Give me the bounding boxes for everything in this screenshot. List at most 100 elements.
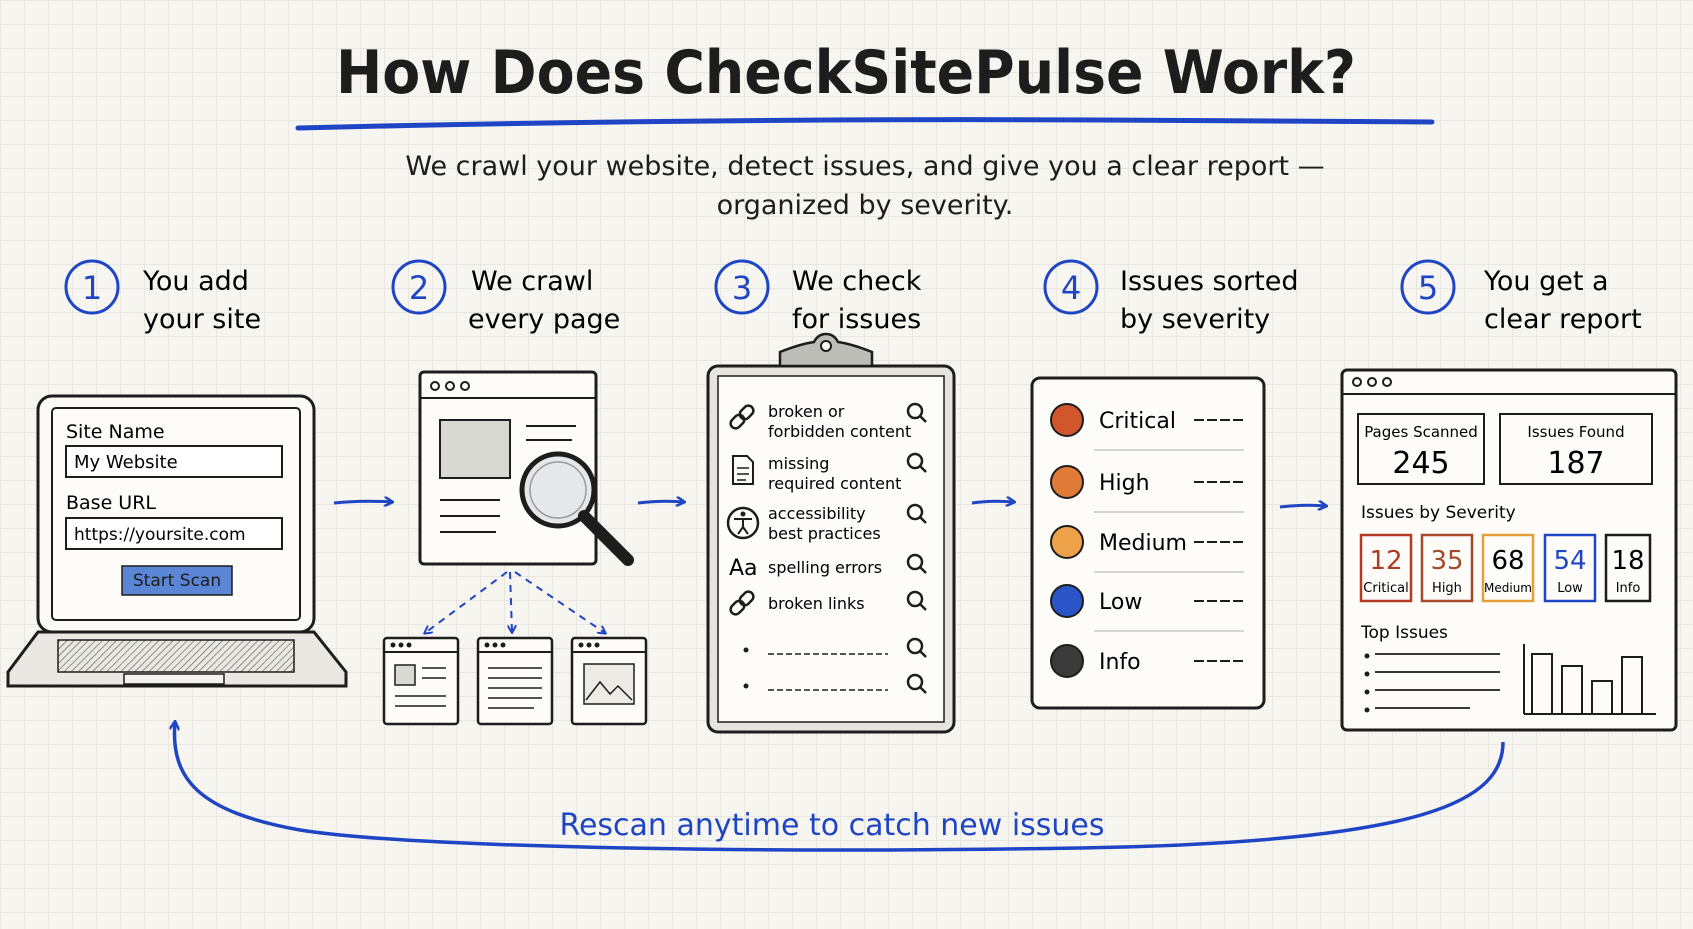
count-low-value: 54: [1553, 546, 1586, 576]
count-critical-label: Critical: [1363, 581, 1408, 596]
step-1: 1 You add your site: [64, 259, 261, 335]
laptop-trackpad: [123, 673, 225, 685]
step-5-number: 5: [1418, 269, 1438, 307]
site-name-label: Site Name: [66, 421, 165, 443]
check-item-missing-content: missing required content: [732, 452, 927, 493]
severity-row-low: Low: [1050, 584, 1244, 632]
step-2: 2 We crawl every page: [391, 259, 620, 335]
count-info-value: 18: [1611, 546, 1644, 576]
start-scan-label: Start Scan: [133, 571, 221, 591]
search-icon: [906, 673, 927, 694]
search-icon: [906, 402, 927, 423]
count-critical-value: 12: [1369, 546, 1402, 576]
step-4: 4 Issues sorted by severity: [1043, 259, 1299, 335]
dashed-connector: [425, 571, 508, 633]
severity-dot-high: [1050, 465, 1084, 499]
severity-dot-low: [1050, 584, 1084, 618]
step-2-line-1: We crawl: [471, 266, 593, 297]
top-issues-list: [1364, 653, 1500, 713]
laptop-illustration: Site Name My Website Base URL https://yo…: [6, 394, 348, 688]
window-dot: [1352, 377, 1362, 387]
top-issue-bar: [1531, 653, 1553, 715]
window-dot: [1367, 377, 1377, 387]
top-issues-heading: Top Issues: [1360, 623, 1448, 643]
severity-label-critical: Critical: [1099, 409, 1176, 434]
step-5-line-1: You get a: [1483, 266, 1609, 297]
severity-label-info: Info: [1099, 650, 1141, 675]
document-icon: [732, 455, 754, 485]
step-5-number-circle: [1400, 259, 1456, 315]
step-1-number-circle: [64, 259, 120, 315]
magnifier-icon: [519, 451, 634, 566]
issues-found-card: [1499, 413, 1653, 485]
dashed-connector: [510, 571, 512, 632]
site-name-input[interactable]: [65, 445, 283, 478]
count-low: 54 Low: [1543, 533, 1597, 603]
count-critical: 12 Critical: [1359, 533, 1413, 603]
check-item-spelling: Aa spelling errors: [729, 553, 927, 581]
severity-row-medium: Medium: [1050, 525, 1244, 573]
accessibility-icon: [726, 506, 760, 540]
base-url-value: https://yoursite.com: [74, 525, 246, 545]
count-medium-value: 68: [1491, 546, 1524, 576]
subtitle-line-1: We crawl your website, detect issues, an…: [405, 151, 1324, 182]
laptop-keyboard: [57, 639, 295, 673]
check-item-broken-links: broken links: [729, 590, 927, 616]
search-icon: [906, 452, 927, 473]
check-1-line-1: broken or: [768, 402, 845, 421]
clipboard-paper: [717, 375, 945, 723]
severity-row-info: Info: [1050, 644, 1244, 678]
pages-scanned-value: 245: [1392, 446, 1449, 481]
page-title: How Does CheckSitePulse Work?: [336, 38, 1356, 108]
step-3: 3 We check for issues: [714, 259, 922, 335]
step-3-line-1: We check: [792, 266, 922, 297]
step-4-number-circle: [1043, 259, 1099, 315]
check-2-line-1: missing: [768, 454, 829, 473]
check-1-line-2: forbidden content: [768, 422, 911, 441]
search-icon: [906, 590, 927, 611]
step-2-number-circle: [391, 259, 447, 315]
arrow-1-to-2: [333, 501, 392, 503]
severity-panel: Critical High Medium Low Info: [1030, 376, 1266, 710]
start-scan-button[interactable]: [121, 565, 233, 596]
image-placeholder: [439, 419, 511, 479]
severity-label-high: High: [1099, 471, 1150, 496]
sub-page-image: [570, 636, 648, 726]
step-5-line-2: clear report: [1484, 304, 1642, 335]
pages-scanned-label: Pages Scanned: [1364, 423, 1478, 441]
severity-label-medium: Medium: [1099, 531, 1187, 556]
arrow-4-to-5: [1279, 505, 1326, 507]
step-1-line-1: You add: [142, 266, 249, 297]
step-1-number: 1: [82, 269, 102, 307]
severity-row-critical: Critical: [1050, 403, 1244, 451]
check-item-broken-content: broken or forbidden content: [729, 402, 927, 441]
count-high-label: High: [1432, 581, 1462, 596]
severity-dot-info: [1050, 644, 1084, 678]
dashed-connector: [514, 571, 605, 633]
placeholder-check-item: [743, 637, 927, 658]
window-dot: [445, 381, 455, 391]
severity-dot-medium: [1050, 525, 1084, 559]
step-1-line-2: your site: [143, 304, 261, 335]
severity-card: [1030, 376, 1266, 710]
sub-page-layout: [382, 636, 460, 726]
check-3-line-1: accessibility: [768, 504, 866, 523]
link-icon: [729, 590, 755, 616]
arrow-2-to-3: [637, 501, 684, 503]
rescan-caption: Rescan anytime to catch new issues: [559, 808, 1104, 843]
severity-row-high: High: [1050, 465, 1244, 513]
check-3-line-2: best practices: [768, 524, 881, 543]
base-url-input[interactable]: [65, 517, 283, 550]
step-3-number: 3: [732, 269, 752, 307]
search-icon: [906, 503, 927, 524]
report-panel: Pages Scanned 245 Issues Found 187 Issue…: [1340, 368, 1678, 732]
check-4-line-1: spelling errors: [768, 558, 882, 577]
text-aa-icon: Aa: [729, 556, 758, 581]
step-5: 5 You get a clear report: [1400, 259, 1642, 335]
top-issue-bar: [1561, 665, 1583, 715]
check-5-line-1: broken links: [768, 594, 865, 613]
clip-hole: [820, 340, 832, 352]
top-issue-bar: [1591, 680, 1613, 715]
window-dot: [430, 381, 440, 391]
